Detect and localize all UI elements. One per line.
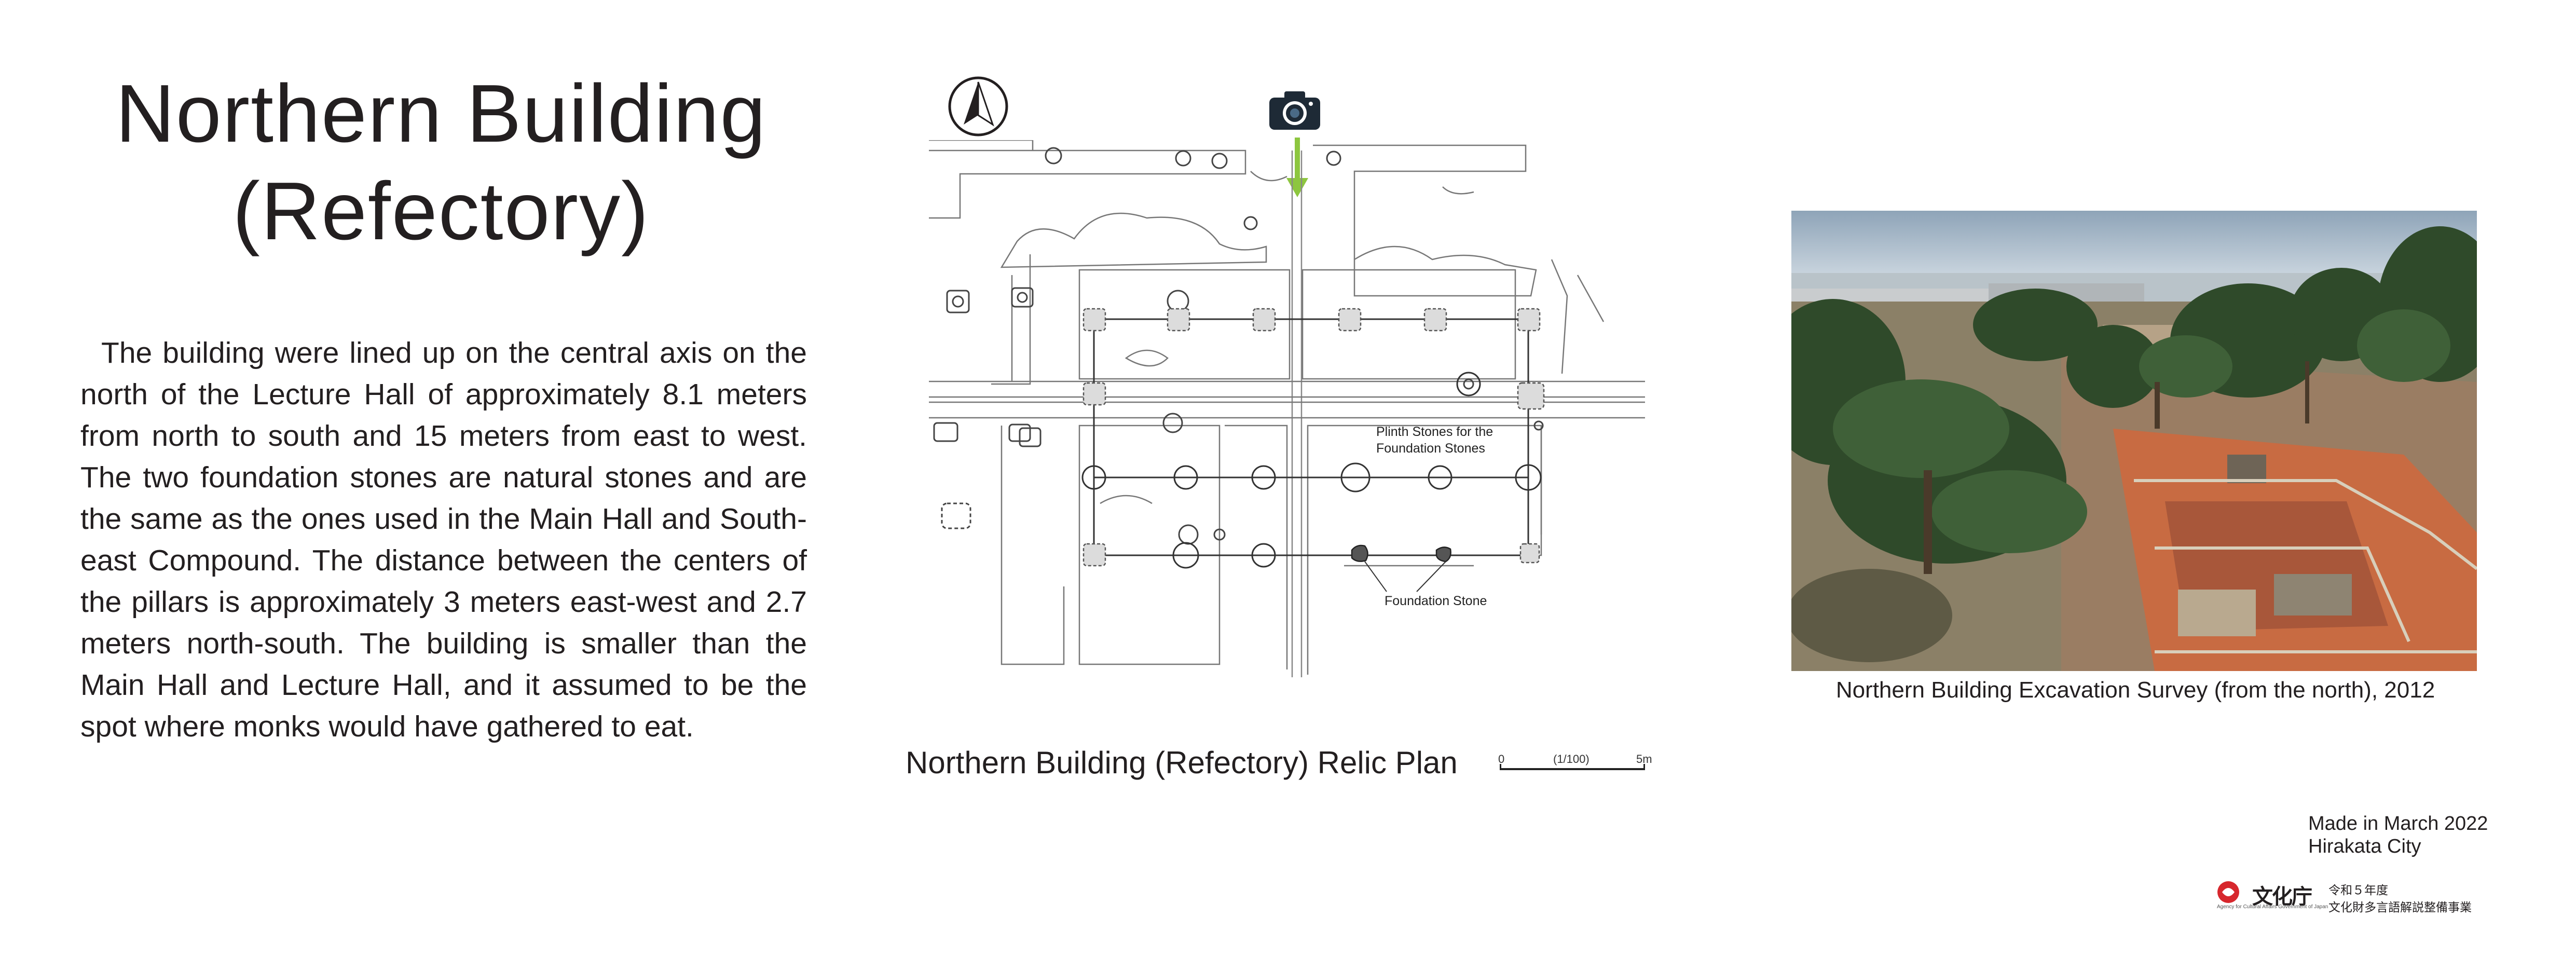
scale-start: 0 xyxy=(1498,753,1504,765)
label-plinth-line2: Foundation Stones xyxy=(1376,441,1485,456)
scale-end: 5m xyxy=(1636,753,1652,765)
program-name: 令和５年度 文化財多言語解説整備事業 xyxy=(2328,882,2472,917)
program-line-1: 令和５年度 xyxy=(2328,884,2388,897)
relic-plan-drawing: Plinth Stones for the Foundation Stones … xyxy=(929,140,1645,677)
label-foundation-stone: Foundation Stone xyxy=(1385,594,1487,608)
excavation-photo xyxy=(1791,211,2477,671)
camera-icon xyxy=(1269,91,1320,130)
scale-ratio: (1/100) xyxy=(1553,753,1590,765)
agency-subtitle: Agency for Cultural Affairs Government o… xyxy=(2217,904,2328,910)
program-line-2: 文化財多言語解説整備事業 xyxy=(2328,901,2472,914)
label-plinth-line1: Plinth Stones for the xyxy=(1376,425,1493,439)
plan-caption: Northern Building (Refectory) Relic Plan xyxy=(906,745,1458,780)
agency-logo-icon xyxy=(2217,881,2239,903)
description: The building were lined up on the centra… xyxy=(80,332,807,747)
agency-name: 文化庁 xyxy=(2252,884,2312,909)
title-line-2: (Refectory) xyxy=(232,166,650,257)
description-paragraph: The building were lined up on the centra… xyxy=(80,336,807,743)
credit-city: Hirakata City xyxy=(2308,836,2421,857)
scale-bar: 0 (1/100) 5m xyxy=(1498,753,1652,770)
photo-caption: Northern Building Excavation Survey (fro… xyxy=(1835,677,2435,703)
north-arrow-icon xyxy=(948,76,1008,136)
credit: Made in March 2022 Hirakata City xyxy=(2308,812,2488,858)
page-title: Northern Building (Refectory) xyxy=(62,65,820,260)
title-line-1: Northern Building xyxy=(115,68,767,159)
credit-date: Made in March 2022 xyxy=(2308,813,2488,835)
